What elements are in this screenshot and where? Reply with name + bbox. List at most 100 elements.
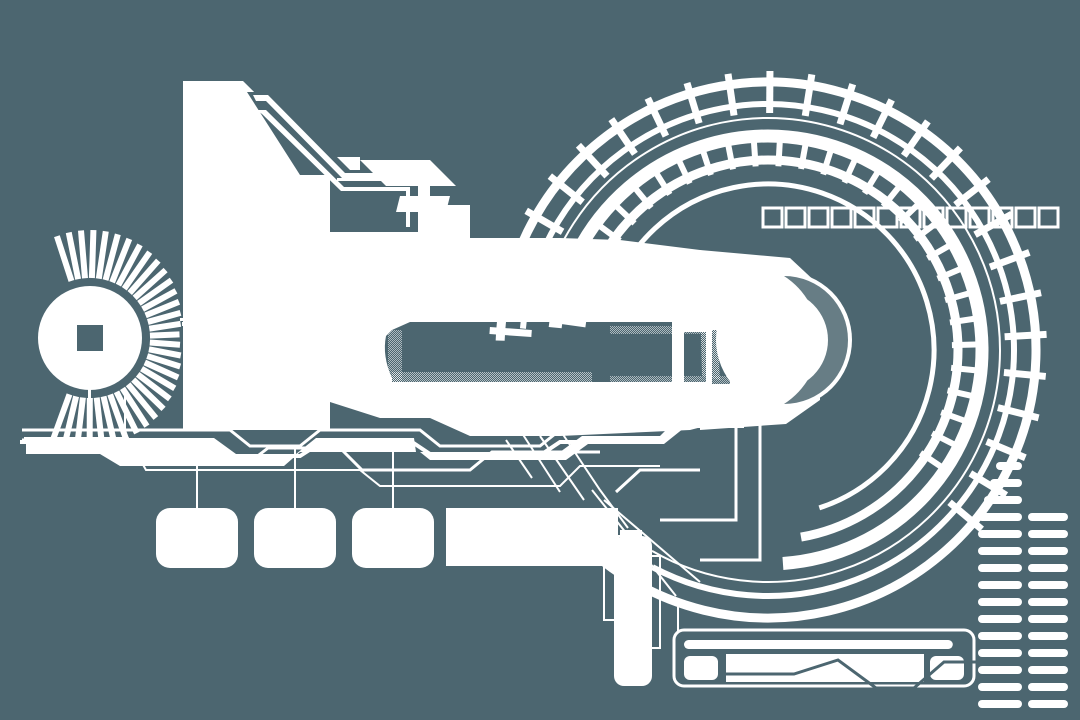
dial-ray [121, 250, 153, 291]
barrel-tick [671, 313, 674, 322]
square-marker[interactable] [899, 206, 922, 229]
value-bar-right[interactable] [1028, 530, 1068, 538]
scanner-tick [1003, 368, 1047, 380]
connector-rail [20, 388, 744, 510]
value-bar-left[interactable] [984, 496, 1022, 504]
button-pad[interactable] [352, 508, 434, 568]
dial-ray [120, 386, 150, 428]
square-marker[interactable] [1037, 206, 1060, 229]
value-bar-right[interactable] [1028, 513, 1068, 521]
value-bar-left[interactable] [978, 547, 1022, 555]
value-bar-right[interactable] [1028, 547, 1068, 555]
value-bar-stack[interactable] [978, 462, 1068, 708]
value-bar-left[interactable] [978, 513, 1022, 521]
scanner-arc-0 [495, 77, 1041, 623]
value-bar-left[interactable] [978, 683, 1022, 691]
waveform-readout-panel[interactable] [672, 628, 1008, 690]
scanner-tick [880, 182, 904, 209]
progress-bar[interactable] [684, 640, 953, 649]
value-bar-left[interactable] [978, 598, 1022, 606]
ruler-tick [308, 322, 312, 338]
readout-frame [672, 628, 976, 688]
scanner-tick [820, 146, 835, 176]
barrel-tick [429, 310, 433, 322]
ruler-tick [263, 322, 267, 330]
dial-ray [127, 258, 161, 296]
value-bar-right[interactable] [1028, 564, 1068, 572]
button-pad[interactable] [156, 508, 238, 568]
main-barrel-assembly [330, 238, 820, 436]
value-bar-left[interactable] [978, 666, 1022, 674]
scanner-tick [925, 241, 954, 261]
square-marker[interactable] [784, 206, 807, 229]
dial-ray [125, 382, 159, 420]
scanner-tick [699, 147, 714, 177]
value-bar-right[interactable] [1028, 615, 1068, 623]
value-bar-left[interactable] [978, 615, 1022, 623]
radial-sunburst-dial[interactable] [38, 229, 182, 448]
ruler-tick [218, 322, 222, 334]
barrel-tick [450, 310, 454, 322]
value-bar-left[interactable] [978, 700, 1022, 708]
dial-ray [140, 366, 177, 391]
square-marker[interactable] [991, 206, 1014, 229]
square-marker-row[interactable] [761, 206, 1060, 229]
core-lens[interactable] [700, 262, 852, 414]
scanner-tick [798, 140, 810, 170]
ruler-baseline [180, 318, 330, 321]
readout-left-chip[interactable] [684, 656, 718, 680]
value-bar-left[interactable] [978, 649, 1022, 657]
value-bar-left[interactable] [978, 564, 1022, 572]
dial-ray [148, 320, 182, 332]
value-bar-right[interactable] [1028, 581, 1068, 589]
value-bar-left[interactable] [996, 462, 1022, 470]
value-bar-right[interactable] [1028, 683, 1068, 691]
button-pad[interactable] [254, 508, 336, 568]
barrel-tick [486, 310, 490, 322]
trace-lines [505, 420, 762, 632]
vertical-port-stack[interactable] [603, 530, 661, 686]
value-bar-right[interactable] [1028, 598, 1068, 606]
square-marker[interactable] [853, 206, 876, 229]
barrel-tick [650, 313, 653, 322]
value-bar-left[interactable] [990, 479, 1022, 487]
barrel-tick [407, 310, 411, 322]
dial-ray [148, 346, 182, 359]
scanner-tick [949, 315, 979, 326]
stepped-data-panel[interactable] [446, 508, 618, 566]
value-bar-right[interactable] [1028, 632, 1068, 640]
scanner-tick [494, 285, 538, 302]
scanner-tick [652, 169, 673, 197]
square-marker[interactable] [876, 206, 899, 229]
value-bar-right[interactable] [1028, 666, 1068, 674]
button-pad-row[interactable] [156, 508, 434, 568]
scanner-tick [950, 364, 980, 374]
barrel-tick [544, 310, 548, 322]
value-bar-left[interactable] [978, 632, 1022, 640]
square-marker[interactable] [1014, 206, 1037, 229]
value-bar-right[interactable] [1028, 700, 1068, 708]
scanner-tick [612, 201, 637, 226]
square-marker[interactable] [945, 206, 968, 229]
dial-ray [113, 390, 140, 435]
scanner-tick [608, 117, 638, 156]
square-marker[interactable] [922, 206, 945, 229]
square-marker[interactable] [761, 206, 784, 229]
square-marker[interactable] [830, 206, 853, 229]
dial-ray [102, 233, 121, 281]
ruler-tick [227, 322, 231, 336]
barrel-tick [566, 310, 569, 322]
value-bar-right[interactable] [1028, 649, 1068, 657]
barrel-tick [443, 304, 447, 322]
ruler-tick [182, 322, 186, 326]
value-bar-left[interactable] [978, 530, 1022, 538]
scanner-tick [489, 327, 532, 337]
barrel-tick [580, 310, 584, 322]
barrel-tick [678, 313, 681, 322]
square-marker[interactable] [807, 206, 830, 229]
dial-ray [78, 230, 88, 279]
value-bar-left[interactable] [978, 581, 1022, 589]
square-marker[interactable] [968, 206, 991, 229]
scanner-arc-2 [538, 117, 1001, 583]
